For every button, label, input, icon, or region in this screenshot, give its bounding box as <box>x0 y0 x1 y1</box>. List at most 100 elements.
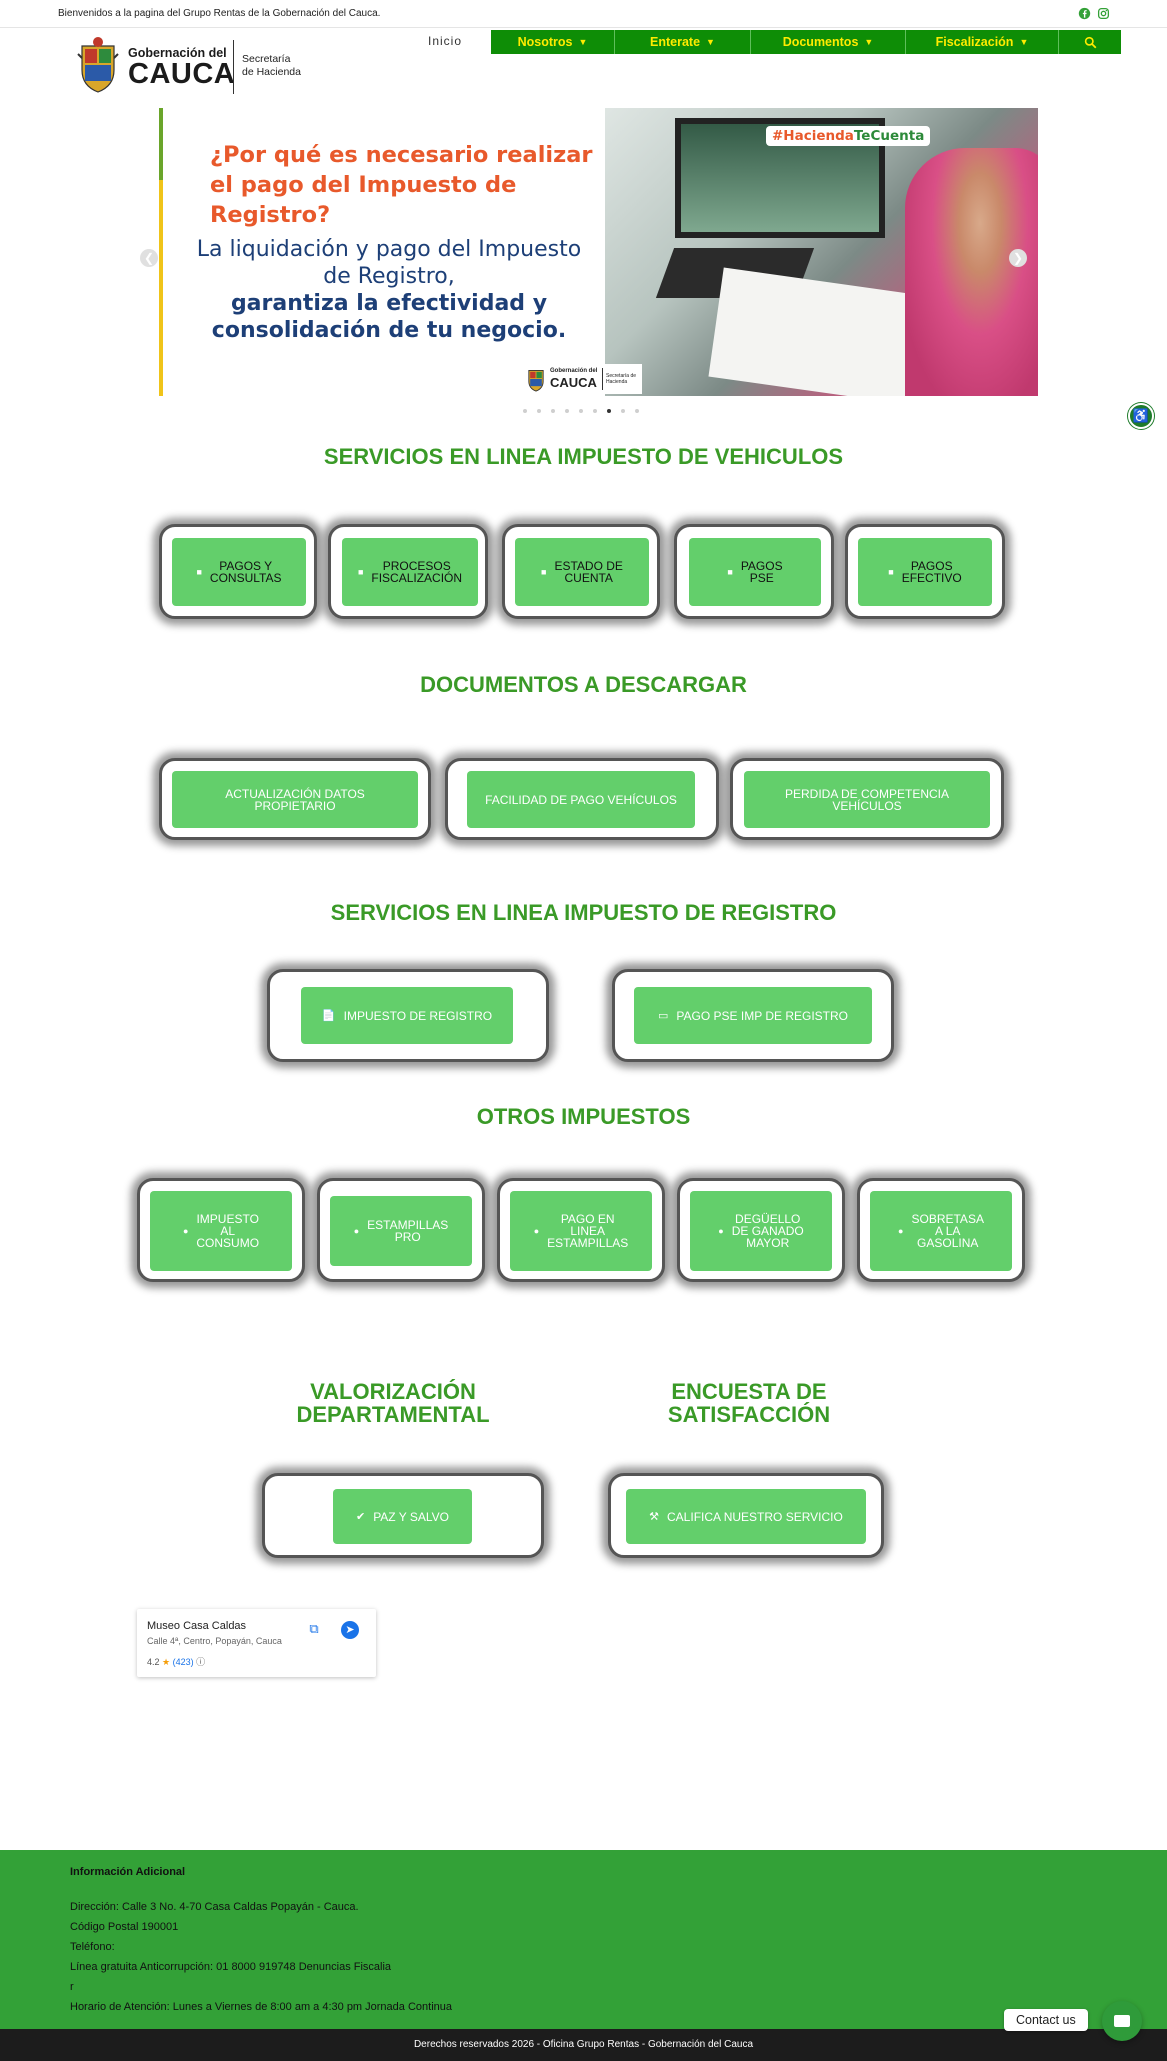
slider-dot[interactable] <box>523 409 527 413</box>
button-label: CALIFICA NUESTRO SERVICIO <box>667 1509 843 1524</box>
coat-of-arms-icon <box>528 370 544 392</box>
logo-line2: CAUCA <box>128 58 236 90</box>
button-label-line1: PAGOS <box>910 559 953 573</box>
slider-dot[interactable] <box>579 409 583 413</box>
slide-accent-bar <box>159 108 163 396</box>
nav-item-enterate[interactable]: Enterate▼ <box>615 30 751 54</box>
slider-dot[interactable] <box>621 409 625 413</box>
button-label-line2: EFECTIVO <box>901 571 962 585</box>
button-label-line1: ACTUALIZACIÓN DATOS <box>225 786 365 801</box>
hashtag-a: #Hacienda <box>772 128 854 144</box>
footer-line: Teléfono: <box>70 1941 115 1953</box>
stamp-icon: ● <box>533 1226 540 1236</box>
nav-item-label: Enterate <box>650 35 701 49</box>
button-label-line: LINEA <box>570 1224 606 1238</box>
slide-photo: #HaciendaTeCuenta <box>605 108 1038 396</box>
map-place-card[interactable]: Museo Casa Caldas Calle 4ª, Centro, Popa… <box>137 1609 376 1677</box>
documento-download-button[interactable]: FACILIDAD DE PAGO VEHÍCULOS <box>467 771 695 828</box>
nav-item-nosotros[interactable]: Nosotros▼ <box>491 30 615 54</box>
check-icon: ✔ <box>355 1510 366 1523</box>
slider-dot[interactable] <box>607 409 611 413</box>
info-icon[interactable]: ⓘ <box>196 1657 206 1667</box>
stamp-icon: ● <box>353 1226 360 1236</box>
button-label-line2: VEHÍCULOS <box>832 798 902 813</box>
star-icon: ★ <box>162 1657 171 1667</box>
footer: Información Adicional Dirección: Calle 3… <box>0 1850 1167 2029</box>
top-bar: Bienvenidos a la pagina del Grupo Rentas… <box>0 0 1167 28</box>
accessibility-button[interactable]: ♿ <box>1128 403 1154 429</box>
directions-icon[interactable]: ➤ <box>341 1621 359 1639</box>
tools-icon: ⚒ <box>649 1510 660 1523</box>
slide-logo-sub: Secretaría de Hacienda <box>606 373 637 385</box>
nav-inicio[interactable]: Inicio <box>428 34 463 48</box>
car-icon: ■ <box>196 567 202 577</box>
nav-search-button[interactable] <box>1059 30 1121 54</box>
button-label-line: AL <box>220 1224 236 1238</box>
map-review-count[interactable]: (423) <box>172 1657 194 1667</box>
section-title-vehiculos: SERVICIOS EN LINEA IMPUESTO DE VEHICULOS <box>323 444 844 469</box>
main-nav: Nosotros▼ Enterate▼ Documentos▼ Fiscaliz… <box>491 30 1121 54</box>
title-line2: DEPARTAMENTAL <box>296 1402 490 1427</box>
hero-slider[interactable]: ¿Por qué es necesario realizar el pago d… <box>159 108 1038 396</box>
button-label-line: A LA <box>935 1224 961 1238</box>
slider-dot[interactable] <box>635 409 639 413</box>
contact-us-label[interactable]: Contact us <box>1004 2009 1088 2031</box>
button-label-line1: PROCESOS <box>382 559 451 573</box>
paz-y-salvo-button[interactable]: ✔PAZ Y SALVO <box>333 1489 472 1544</box>
logo-sub2: de Hacienda <box>242 66 301 78</box>
open-external-icon[interactable]: ⧉ <box>309 1621 319 1636</box>
site-logo[interactable]: Gobernación del CAUCA Secretaría de Haci… <box>76 36 308 96</box>
section-title-documentos: DOCUMENTOS A DESCARGAR <box>420 672 747 697</box>
instagram-icon[interactable] <box>1097 7 1110 20</box>
person-shape <box>905 148 1038 396</box>
chevron-down-icon: ▼ <box>578 37 588 47</box>
welcome-message: Bienvenidos a la pagina del Grupo Rentas… <box>58 8 381 19</box>
slide-logo-line1: Gobernación del <box>550 368 598 374</box>
slider-prev-button[interactable]: ❮ <box>140 249 158 267</box>
impuesto-registro-button[interactable]: 📄 IMPUESTO DE REGISTRO <box>301 987 513 1044</box>
slider-dot[interactable] <box>565 409 569 413</box>
facebook-icon[interactable] <box>1078 7 1091 20</box>
button-label-line: IMPUESTO <box>196 1212 259 1226</box>
nav-item-fiscalizacion[interactable]: Fiscalización▼ <box>906 30 1059 54</box>
chat-button[interactable] <box>1102 2001 1142 2041</box>
button-label-line1: ESTADO DE <box>554 559 623 573</box>
logo-sub1: Secretaría <box>242 53 291 65</box>
map-place-address: Calle 4ª, Centro, Popayán, Cauca <box>147 1636 282 1646</box>
slider-next-button[interactable]: ❯ <box>1009 249 1027 267</box>
button-label-line: GASOLINA <box>917 1236 979 1250</box>
map-rating-value: 4.2 <box>147 1657 160 1667</box>
nav-item-documentos[interactable]: Documentos▼ <box>751 30 906 54</box>
search-icon <box>1084 36 1096 48</box>
logo-divider <box>233 40 234 94</box>
pago-pse-registro-button[interactable]: ▭PAGO PSE IMP DE REGISTRO <box>634 987 872 1044</box>
button-label: PAGO PSE IMP DE REGISTRO <box>676 1008 848 1023</box>
footer-line: Código Postal 190001 <box>70 1921 179 1933</box>
slider-dot[interactable] <box>593 409 597 413</box>
button-label: IMPUESTO DE REGISTRO <box>343 1008 493 1023</box>
document-icon: 📄 <box>321 1009 336 1022</box>
califica-servicio-button[interactable]: ⚒ CALIFICA NUESTRO SERVICIO <box>626 1489 866 1544</box>
footer-line: Dirección: Calle 3 No. 4-70 Casa Caldas … <box>70 1901 359 1913</box>
title-line2: SATISFACCIÓN <box>667 1402 831 1427</box>
slider-dot[interactable] <box>551 409 555 413</box>
slider-dot[interactable] <box>537 409 541 413</box>
